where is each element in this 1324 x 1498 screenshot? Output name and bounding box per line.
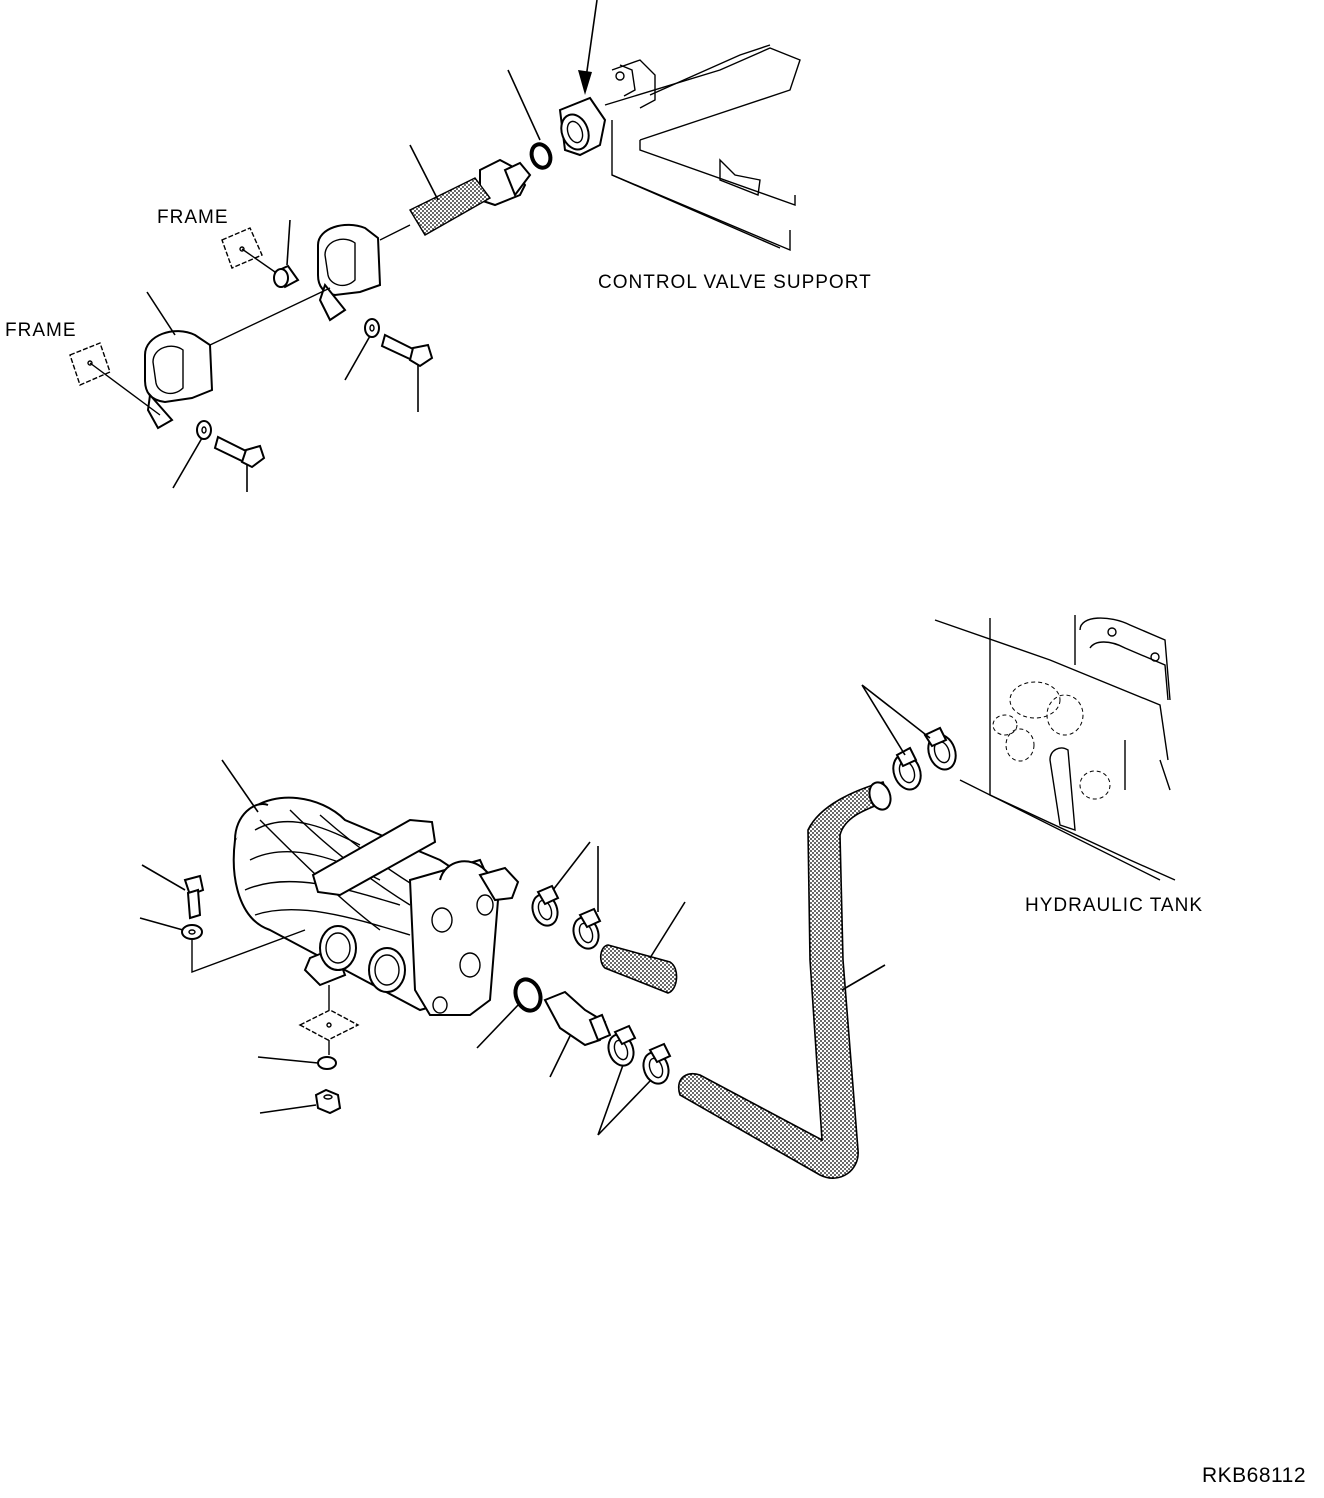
hose-fitting-lower xyxy=(543,990,612,1047)
frame-plate-upper xyxy=(221,227,263,269)
frame-plate-lower xyxy=(69,342,111,386)
control-valve-support-bracket xyxy=(604,44,801,252)
hose-clamp-filter-b xyxy=(572,907,602,950)
bolt-upper-left xyxy=(213,435,266,469)
filter-port-cap-a xyxy=(319,925,357,971)
hose-clamp-filter-c xyxy=(607,1024,637,1067)
bolt-filter xyxy=(183,874,205,920)
hose-short xyxy=(599,944,678,994)
hose-clamp-tank-b xyxy=(923,726,957,771)
clamp-bracket-upper-left xyxy=(144,330,214,430)
washer-upper-right xyxy=(364,318,380,338)
assembly-line-upper xyxy=(209,224,411,346)
o-ring-lower xyxy=(513,977,543,1013)
elbow-fitting xyxy=(558,96,607,157)
hose-upper xyxy=(409,177,492,236)
frame-label-lower: FRAME xyxy=(5,320,77,341)
drawing-code: RKB68112 xyxy=(1202,1464,1307,1487)
washer-filter xyxy=(181,924,203,940)
clamp-bracket-upper-right xyxy=(317,223,382,322)
control-valve-support-label: CONTROL VALVE SUPPORT xyxy=(598,272,872,293)
spacer-collar xyxy=(273,264,300,289)
hose-clamp-filter-a xyxy=(531,884,560,927)
filter-port-cap-b xyxy=(368,947,406,993)
washer-lower xyxy=(317,1056,337,1070)
hose-fitting-upper xyxy=(479,158,532,207)
hose-clamp-tank-a xyxy=(892,746,922,791)
frame-plate-filter xyxy=(298,1009,360,1041)
hose-clamp-filter-d xyxy=(642,1042,672,1085)
arrow-head-icon xyxy=(578,70,592,95)
washer-upper-left xyxy=(196,420,212,440)
nut-lower xyxy=(314,1088,342,1115)
frame-label-upper: FRAME xyxy=(157,207,229,228)
hose-long-return xyxy=(678,781,892,1179)
o-ring-upper xyxy=(529,142,553,170)
hydraulic-filter xyxy=(232,796,520,1016)
pointer-arrow-top xyxy=(584,0,598,86)
hydraulic-tank-label: HYDRAULIC TANK xyxy=(1025,895,1203,916)
hydraulic-tank-body xyxy=(934,615,1176,881)
bolt-upper-right xyxy=(380,333,434,368)
